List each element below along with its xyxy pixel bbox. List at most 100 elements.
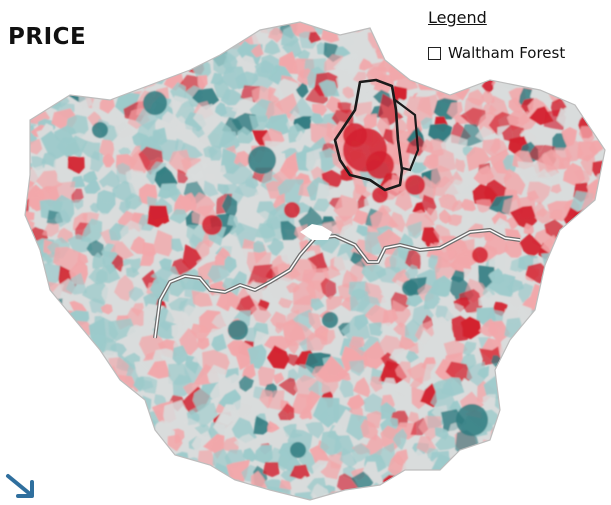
ward-patch: [2, 168, 14, 183]
ward-patch: [128, 286, 145, 302]
ward-patch: [522, 460, 540, 476]
ward-patch: [336, 370, 351, 381]
ward-patch: [369, 376, 383, 393]
ward-patch: [87, 0, 104, 19]
ward-patch: [591, 251, 605, 266]
ward-patch: [220, 89, 245, 106]
ward-cluster: [456, 404, 488, 436]
ward-patch: [593, 464, 605, 479]
ward-patch: [570, 368, 592, 387]
ward-patch: [596, 35, 605, 51]
ward-patch: [200, 478, 229, 499]
ward-patch: [544, 169, 561, 187]
ward-patch: [74, 345, 97, 362]
ward-patch: [25, 366, 27, 383]
ward-patch: [85, 37, 105, 57]
ward-patch: [308, 31, 322, 44]
ward-patch: [528, 59, 549, 79]
ward-patch: [393, 32, 415, 51]
ward-patch: [25, 68, 46, 84]
ward-patch: [568, 230, 593, 254]
ward-patch: [233, 150, 252, 167]
ward-patch: [69, 331, 89, 351]
ward-patch: [46, 181, 76, 202]
ward-patch: [510, 205, 538, 230]
london-outline: [24, 21, 606, 501]
ward-patch: [537, 22, 554, 35]
ward-patch: [459, 448, 484, 471]
ward-patch: [118, 442, 135, 454]
ward-patch: [242, 363, 256, 379]
ward-patch: [25, 386, 46, 410]
ward-patch: [429, 275, 452, 298]
ward-patch: [112, 39, 128, 60]
ward-patch: [103, 40, 121, 56]
ward-patch: [42, 322, 54, 341]
ward-patch: [576, 273, 596, 294]
ward-patch: [523, 407, 540, 424]
ward-patch: [67, 72, 90, 90]
ward-patch: [200, 41, 216, 56]
ward-patch: [409, 376, 423, 389]
ward-patch: [147, 360, 171, 379]
ward-patch: [370, 442, 396, 468]
ward-patch: [412, 304, 434, 330]
ward-patch: [53, 385, 72, 402]
ward-patch: [527, 349, 545, 368]
ward-patch: [25, 337, 39, 359]
ward-patch: [380, 322, 395, 336]
ward-patch: [585, 22, 603, 32]
ward-patch: [408, 54, 423, 75]
ward-patch: [211, 311, 230, 329]
ward-patch: [309, 445, 330, 466]
ward-patch: [250, 43, 264, 58]
ward-patch: [256, 201, 280, 223]
ward-patch: [575, 22, 600, 51]
ward-patch: [404, 264, 419, 280]
ward-patch: [91, 467, 115, 483]
ward-patch: [277, 403, 295, 421]
ward-patch: [127, 473, 150, 492]
ward-patch: [0, 7, 12, 23]
ward-patch: [362, 0, 384, 18]
ward-patch: [242, 202, 256, 215]
ward-patch: [101, 282, 115, 302]
ward-patch: [102, 153, 115, 168]
ward-patch: [556, 315, 575, 332]
ward-patch: [434, 256, 457, 283]
ward-patch: [8, 91, 18, 103]
ward-patch: [538, 466, 555, 486]
ward-patch: [501, 361, 521, 386]
ward-patch: [466, 361, 487, 388]
ward-patch: [363, 113, 377, 130]
ward-patch: [296, 49, 311, 62]
ward-patch: [179, 479, 203, 500]
ward-patch: [393, 494, 409, 500]
city-of-london: [300, 224, 332, 240]
ward-patch: [58, 474, 81, 497]
ward-patch: [201, 488, 218, 500]
ward-patch: [506, 420, 527, 441]
ward-patch: [516, 416, 535, 439]
ward-patch: [7, 196, 20, 211]
ward-patch: [251, 65, 273, 93]
ward-patch: [381, 492, 398, 500]
ward-patch: [192, 126, 205, 139]
ward-patch: [98, 170, 120, 190]
ward-patch: [515, 22, 540, 29]
ward-patch: [82, 280, 109, 305]
ward-patch: [508, 294, 523, 309]
ward-patch: [25, 374, 29, 393]
ward-patch: [296, 82, 309, 99]
ward-patch: [391, 1, 410, 19]
ward-patch: [238, 375, 254, 392]
ward-patch: [257, 366, 275, 388]
ward-patch: [542, 22, 573, 24]
ward-patch: [126, 267, 140, 278]
ward-patch: [339, 447, 357, 469]
ward-patch: [545, 385, 575, 413]
ward-patch: [267, 237, 284, 256]
ward-patch: [99, 139, 115, 159]
ward-patch: [75, 480, 90, 497]
ward-patch: [401, 22, 420, 33]
